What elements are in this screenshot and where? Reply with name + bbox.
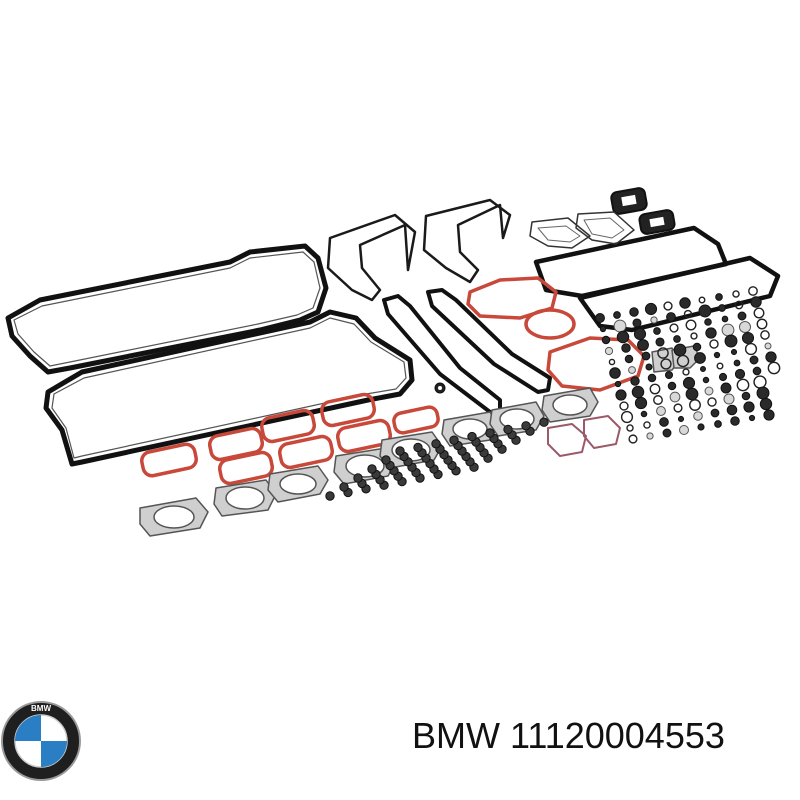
front-cover-gasket-2 (577, 255, 781, 333)
small-seals-and-orings (325, 286, 781, 501)
bracket-gasket-1 (529, 217, 591, 249)
timing-cover-gasket-2 (422, 198, 512, 284)
exhaust-gaskets (139, 387, 599, 537)
coolant-gaskets (547, 415, 621, 457)
valve-cover-gasket-left (5, 243, 329, 375)
valve-cover-gasket-right (43, 309, 415, 467)
logo-letters: BMW (31, 704, 51, 713)
brand-name: BMW (412, 715, 500, 756)
timing-cover-gasket-1 (326, 213, 417, 302)
intake-gasket-red-1 (466, 276, 558, 320)
chain-guide-2 (426, 288, 552, 394)
product-caption: BMW 11120004553 (412, 718, 725, 754)
bmw-roundel-icon: BMW (1, 701, 81, 781)
part-number: 11120004553 (510, 715, 725, 756)
bracket-gasket-2 (575, 211, 635, 245)
intake-runner-gaskets-red (140, 392, 440, 486)
chain-guide-1 (382, 294, 502, 414)
